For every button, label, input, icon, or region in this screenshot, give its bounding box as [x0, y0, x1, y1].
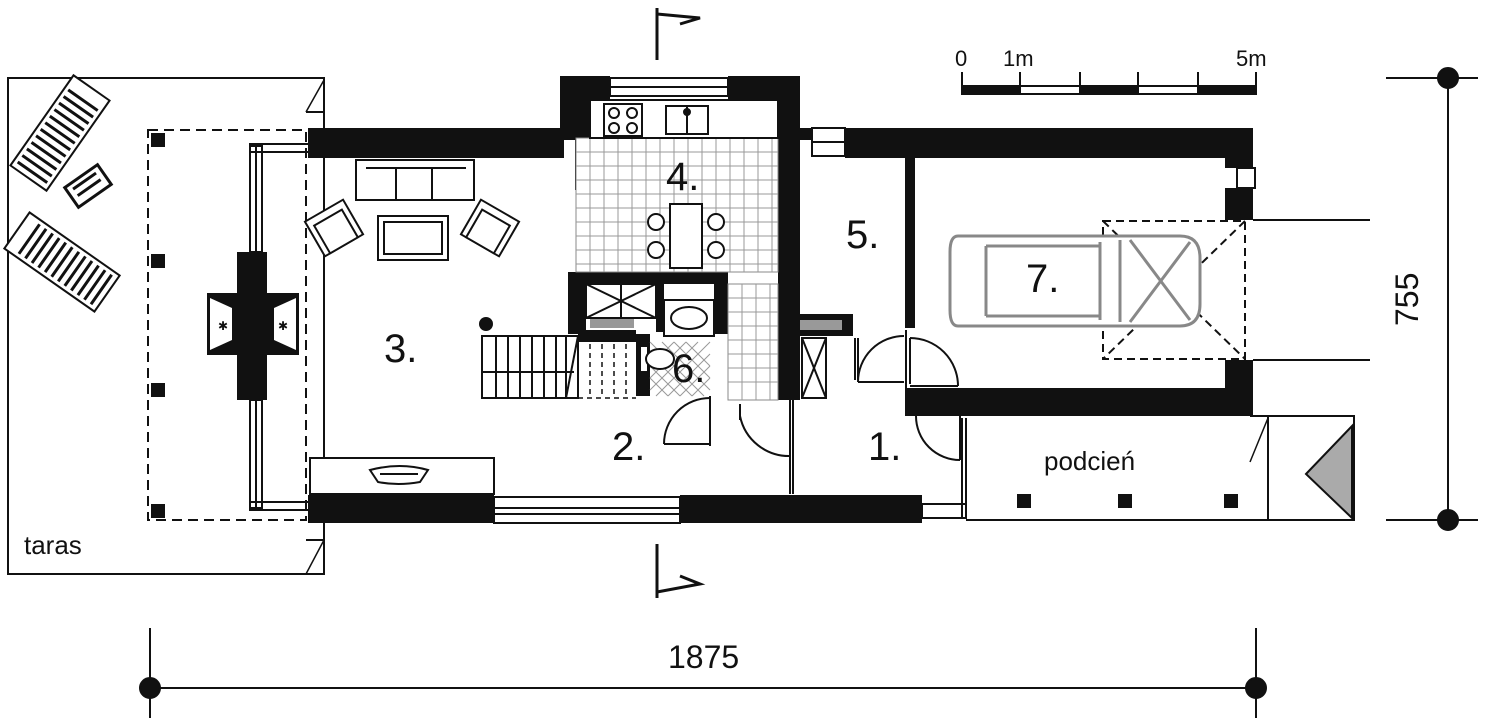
- room-5-label: 5.: [846, 213, 879, 257]
- room-3-label: 3.: [384, 327, 417, 371]
- room-2-label: 2.: [612, 425, 645, 469]
- svg-text:✱: ✱: [278, 319, 288, 333]
- arcade: [966, 415, 1355, 521]
- sideboard-icon: [309, 457, 495, 495]
- garage-opening: [1253, 219, 1370, 361]
- dimension-width: [139, 628, 1267, 718]
- room-1-label: 1.: [868, 425, 901, 469]
- car-icon: [948, 234, 1202, 328]
- dining-table: [647, 203, 725, 269]
- wardrobe: [585, 283, 827, 399]
- entrance-arrow-icon: [1304, 423, 1353, 521]
- scale-label-0: 0: [955, 46, 967, 71]
- scale-label-1m: 1m: [1003, 46, 1034, 71]
- scale-label-5m: 5m: [1236, 46, 1267, 71]
- armchair-icon: [459, 198, 521, 258]
- scale-bar: [961, 72, 1257, 95]
- room-7-label: 7.: [1026, 257, 1059, 301]
- coffee-table-icon: [377, 215, 449, 261]
- sofa-icon: [355, 159, 475, 201]
- toilet-icon: [639, 345, 675, 373]
- fireplace-icon: ✱ ✱: [210, 298, 296, 350]
- staircase-dashed: [578, 344, 636, 399]
- terrace: [7, 77, 325, 575]
- sun-lounger-icon: [2, 211, 122, 313]
- arcade-label: podcień: [1044, 446, 1135, 476]
- side-table-icon: [62, 162, 114, 210]
- stove-icon: [603, 103, 643, 137]
- room-6-label: 6.: [672, 347, 705, 391]
- windows: [249, 77, 1256, 524]
- svg-text:✱: ✱: [218, 319, 228, 333]
- staircase: [481, 335, 579, 399]
- column-dot: [479, 317, 493, 331]
- armchair-icon: [303, 198, 365, 258]
- washbasin-icon: [663, 299, 715, 337]
- section-marker-icon: [655, 8, 706, 598]
- dimension-depth-label: 755: [1389, 273, 1425, 326]
- dimension-depth: [1386, 67, 1478, 531]
- dimension-width-label: 1875: [668, 639, 739, 675]
- room-4-label: 4.: [666, 155, 699, 199]
- sun-lounger-icon: [9, 73, 111, 193]
- terrace-label: taras: [24, 530, 82, 560]
- sink-icon: [665, 105, 709, 135]
- doors: [663, 335, 961, 461]
